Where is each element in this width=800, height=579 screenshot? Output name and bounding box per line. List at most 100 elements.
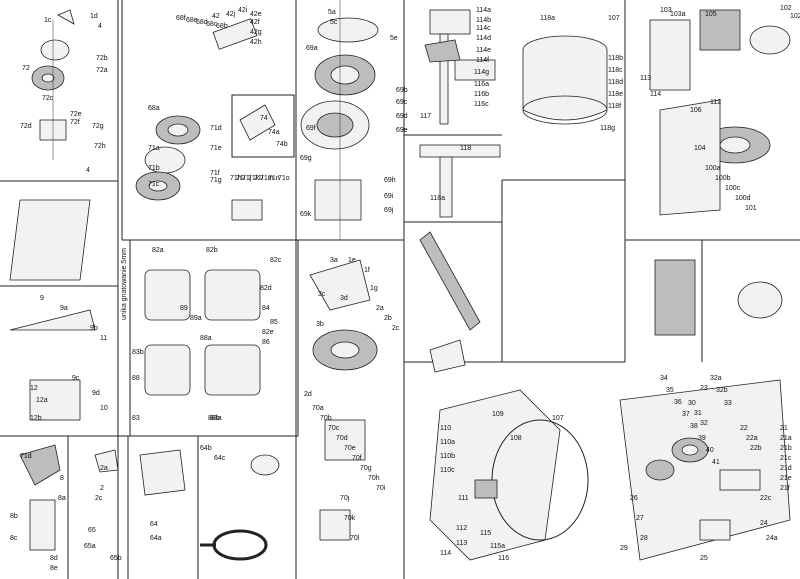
part-label: 71n [268,175,280,182]
part-label: 69h [384,177,396,184]
part-label: 102a [790,13,800,20]
part-label: 8e [50,565,58,572]
part-label: 114c [476,25,491,32]
part-label: 2 [100,485,104,492]
part-label: 72g [92,123,104,130]
part-label: 100a [705,165,721,172]
part-label: 72c [42,95,54,102]
part-label: 103a [670,11,686,18]
part-label: 9a [60,305,68,312]
part-label: 1e [348,257,356,264]
part-label: 83 [132,415,140,422]
part-label: 31 [694,410,702,417]
part-label: 88 [132,375,140,382]
part-label: 22 [740,425,748,432]
vertical-assembly [419,9,501,218]
part-label: 24 [760,520,768,527]
part-label: 8d [50,555,58,562]
part-label: 2a [376,305,384,312]
part-label: 65a [84,543,96,550]
part-label: 70b [320,415,332,422]
part-label: 12 [30,385,38,392]
part-label: 101 [745,205,757,212]
part-label: 2c [95,495,103,502]
part-label: 118 [460,145,471,152]
part-label: 72 [22,65,30,72]
part-label: 64c [214,455,226,462]
part-label: 83b [132,349,144,356]
part-label: 1g [370,285,378,292]
part-label: 37 [682,411,690,418]
housing-part [429,389,589,561]
part-label: 82e [262,329,274,336]
part-label: 8a [58,495,66,502]
part-label: 112 [710,99,721,106]
part-label: 114 [440,550,451,557]
part-label: 118a [430,195,445,202]
part-label: 71f [210,170,220,177]
part-label: 109 [492,411,504,418]
part-label: 71d [20,453,32,460]
part-label: 11 [100,335,107,342]
part-label: 12b [30,415,42,422]
part-label: 70g [360,465,372,472]
bottom-small-parts [94,449,280,561]
part-label: 85 [270,319,278,326]
part-label: 70j [340,495,350,502]
part-label: 65 [88,527,96,534]
part-label: 30 [688,400,696,407]
drum-part [522,35,608,125]
part-label: 64b [200,445,212,452]
part-label: 68d [196,19,208,26]
part-label: 108 [510,435,522,442]
part-label: 1f [364,267,370,274]
part-label: 72h [94,143,106,150]
part-label: 70a [312,405,324,412]
part-label: 5a [328,9,336,16]
part-label: 74a [268,129,280,136]
part-label: 28 [640,535,648,542]
part-label: 40 [706,447,714,454]
part-label: 32 [700,420,708,427]
part-label: 70d [336,435,348,442]
part-label: 9b [90,325,98,332]
part-label: 72b [96,55,108,62]
part-label: 106 [690,107,702,114]
part-label: 2a [100,465,108,472]
part-label: 71c [148,181,160,188]
part-label: 29 [620,545,628,552]
part-label: 82d [260,285,272,292]
part-label: 84 [262,305,270,312]
part-label: 42i [238,7,248,14]
part-label: 114f [476,57,489,64]
gear-part [300,0,379,240]
lower-mid-assembly [309,259,378,541]
part-label: 110b [440,453,455,460]
frame-parts [144,269,261,396]
part-label: 88a [200,335,212,342]
part-label: 89 [180,305,188,312]
part-label: 22a [746,435,758,442]
part-label: 74 [260,115,268,122]
part-label: 70k [344,515,356,522]
part-label: 68b [216,23,228,30]
rail-parts [419,231,481,373]
part-label: 8b [10,513,18,520]
part-label: 104 [694,145,706,152]
part-label: 69d [396,113,408,120]
part-label: 114e [476,47,491,54]
part-label: 2d [304,391,312,398]
part-label: 116c [474,101,489,108]
part-label: 23 [700,385,708,392]
part-label: 41 [712,459,720,466]
part-label: 65b [110,555,122,562]
part-label: 116b [474,91,489,98]
part-label: 3d [340,295,348,302]
part-label: 70e [344,445,356,452]
part-label: 1c [44,17,52,24]
part-label: 21e [780,475,792,482]
part-label: 71k [248,175,260,182]
part-label: 10 [100,405,108,412]
part-label: 64a [150,535,162,542]
part-label: 71i [236,175,246,182]
